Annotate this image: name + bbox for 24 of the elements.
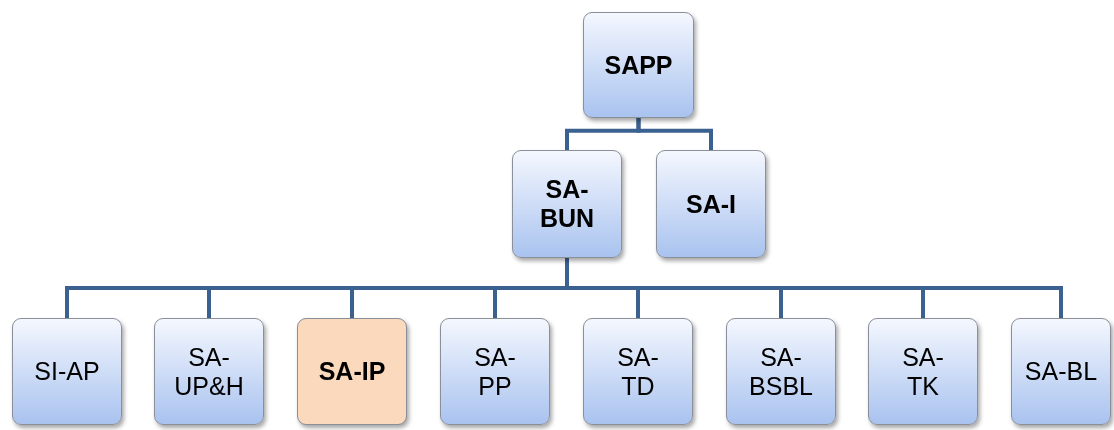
org-box	[512, 150, 622, 258]
box-label: SA-BL	[1024, 357, 1098, 386]
org-box	[440, 318, 550, 425]
box-label: SA-IP	[318, 357, 386, 386]
org-box	[1011, 318, 1111, 425]
org-box	[297, 318, 407, 425]
box-label: SA-TD	[617, 342, 659, 401]
org-box	[656, 150, 766, 258]
connector-line	[565, 258, 1063, 318]
box-label: SA-UP&H	[174, 342, 244, 401]
box-label: SA-PP	[474, 342, 516, 401]
box-label: SA-TK	[902, 342, 944, 401]
org-box	[726, 318, 836, 425]
org-box	[868, 318, 978, 425]
box-label: SA-BUN	[539, 175, 595, 233]
org-box	[12, 318, 122, 425]
connector-line	[636, 118, 713, 150]
org-box	[154, 318, 264, 425]
org-box	[583, 12, 694, 118]
box-label: SI-AP	[34, 357, 100, 386]
box-label: SAPP	[604, 50, 673, 80]
org-box	[583, 318, 693, 425]
box-label: SA-BSBL	[749, 342, 813, 401]
box-label: SA-I	[686, 189, 736, 219]
